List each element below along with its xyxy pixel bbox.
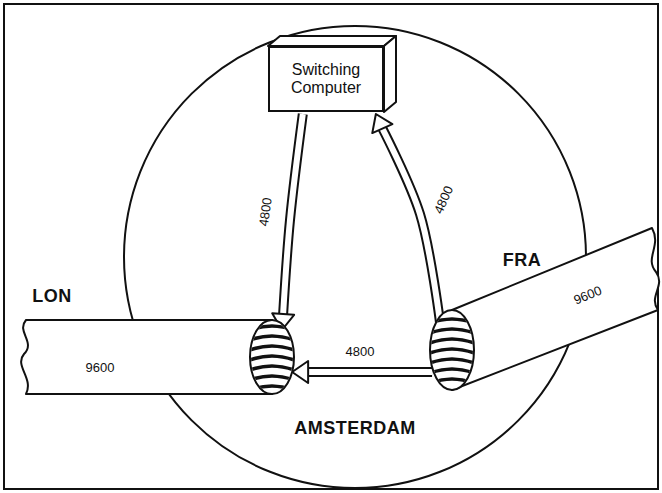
line-speed: 4800 <box>431 182 457 218</box>
wire-stroke <box>250 386 294 390</box>
cable-wires <box>250 326 294 390</box>
wire-stroke <box>430 339 474 343</box>
wire-stroke <box>250 366 294 370</box>
arrow-head <box>372 114 392 133</box>
line-speed: 4800 <box>257 195 276 230</box>
cable-wires <box>430 319 474 383</box>
line-speed: 9600 <box>86 361 115 376</box>
computer-label: Switching Computer <box>278 61 374 98</box>
wire-stroke <box>250 336 294 340</box>
data-flow-arrow <box>272 114 303 330</box>
box-top-face <box>268 36 396 46</box>
wire-stroke <box>250 346 294 350</box>
cable-bundle: LON 9600 <box>12 282 302 402</box>
arrow-body <box>283 114 303 316</box>
cable-sheath <box>21 320 272 394</box>
city-code: LON <box>32 286 72 307</box>
wire-stroke <box>430 379 474 383</box>
wire-stroke <box>430 329 474 333</box>
cable-bundle-outline <box>430 150 662 410</box>
wire-stroke <box>430 359 474 363</box>
data-flow-arrow <box>292 361 432 383</box>
computer-box: Switching Computer <box>268 46 384 112</box>
arrow-outline <box>382 127 440 322</box>
wire-stroke <box>250 376 294 380</box>
cable-bundle: FRA9600 <box>430 150 662 410</box>
data-flow-arrow <box>372 114 440 322</box>
box-side-face <box>384 36 396 112</box>
city-outline <box>124 26 586 488</box>
city-name: AMSTERDAM <box>294 418 416 439</box>
arrow-outline <box>306 367 432 377</box>
wire-stroke <box>250 356 294 360</box>
wire-stroke <box>430 369 474 373</box>
city-code: FRA <box>503 250 542 271</box>
wire-stroke <box>430 349 474 353</box>
cable-end-face <box>430 310 474 390</box>
cable-sheath <box>452 228 659 390</box>
cable-end-face <box>250 320 294 394</box>
frame-border <box>4 4 658 489</box>
arrow-body <box>382 127 440 322</box>
line-speed: 4800 <box>344 345 377 359</box>
wire-stroke <box>430 319 474 323</box>
arrow-outline <box>283 114 303 316</box>
wire-stroke <box>250 326 294 330</box>
arrow-body <box>306 369 432 375</box>
